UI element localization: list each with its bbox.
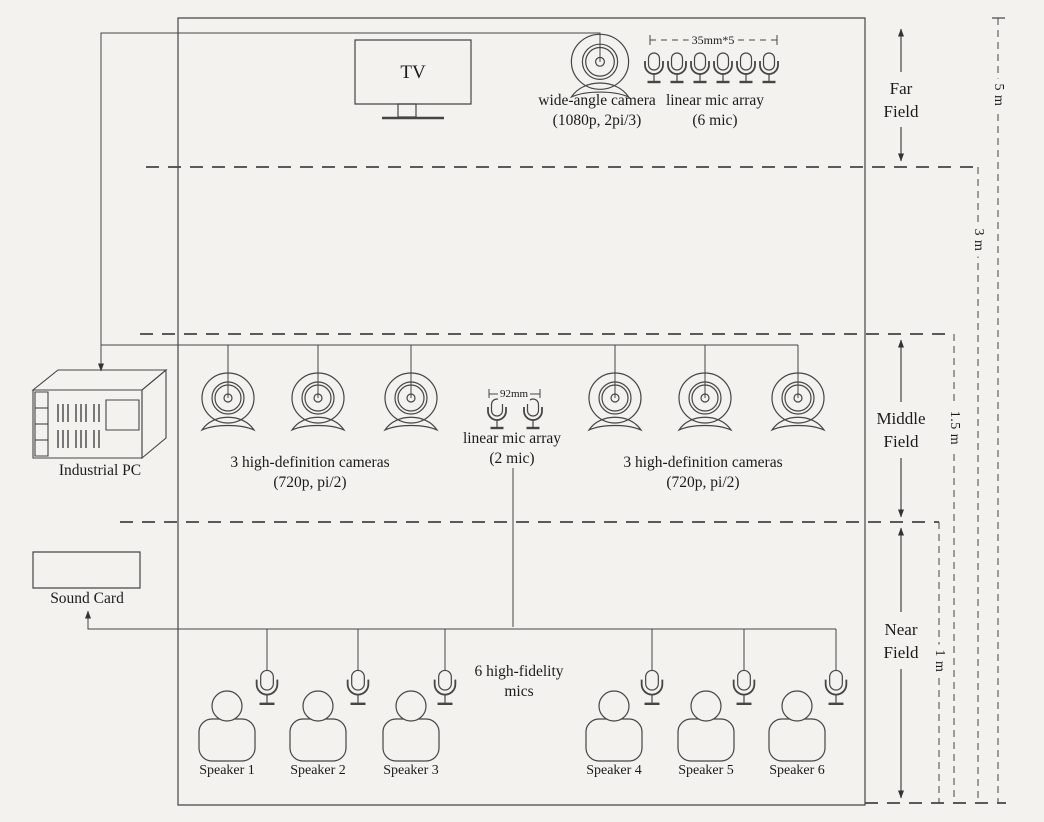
speaker-4-label: Speaker 4: [586, 763, 642, 778]
cameras-left-label: 3 high-definition cameras (720p, pi/2): [230, 453, 389, 493]
speaker-3-label: Speaker 3: [383, 763, 439, 778]
speaker-5-label: Speaker 5: [678, 763, 734, 778]
middle-field-label: Middle Field: [876, 407, 925, 453]
mic-bus-to-soundcard: [85, 610, 836, 629]
middle-field-label-line2: Field: [883, 432, 919, 451]
sound-card-label: Sound Card: [50, 590, 124, 607]
hifi-mics-label-line2: mics: [504, 683, 534, 700]
industrial-pc-icon: [33, 370, 166, 458]
hd-cameras-left-icons: [201, 372, 438, 431]
mic6-measure-label: 35mm*5: [688, 30, 738, 50]
near-field-label-line1: Near: [884, 620, 918, 639]
speaker-6-label: Speaker 6: [769, 763, 825, 778]
near-field-label: Near Field: [884, 618, 919, 664]
middle-field-label-line1: Middle: [876, 409, 926, 428]
wide-angle-camera-label: wide-angle camera (1080p, 2pi/3): [538, 91, 655, 131]
cameras-right-label-line2: (720p, pi/2): [666, 474, 740, 491]
far-field-label-line2: Field: [883, 102, 919, 121]
hifi-mics-label: 6 high-fidelity mics: [474, 662, 563, 702]
tv-icon: [355, 40, 471, 118]
cameras-right-label-line1: 3 high-definition cameras: [623, 454, 783, 471]
distance-5m-label: 5 m: [988, 78, 1008, 112]
far-field-label: Far Field: [884, 77, 919, 123]
cameras-left-label-line2: (720p, pi/2): [273, 474, 347, 491]
speaker-1-label: Speaker 1: [199, 763, 255, 778]
distance-1m-label: 1 m: [929, 644, 949, 678]
wide-angle-camera-icon: [570, 33, 630, 98]
wide-angle-camera-label-line2: (1080p, 2pi/3): [552, 112, 642, 129]
distance-1-5m-label: 1.5 m: [944, 405, 964, 451]
industrial-pc-label: Industrial PC: [58, 462, 142, 479]
linear-mic-array-6-icon: [643, 35, 780, 84]
mic2-array-label-line1: linear mic array: [462, 430, 562, 447]
speaker-2-label: Speaker 2: [290, 763, 346, 778]
mic6-array-label-line2: (6 mic): [692, 112, 738, 129]
cameras-left-label-line1: 3 high-definition cameras: [230, 454, 390, 471]
hifi-mics-label-line1: 6 high-fidelity: [474, 663, 564, 680]
sound-card-icon: [33, 552, 140, 588]
cameras-right-label: 3 high-definition cameras (720p, pi/2): [623, 453, 782, 493]
mic6-array-label: linear mic array (6 mic): [666, 91, 764, 131]
mic2-array-label-line2: (2 mic): [489, 450, 535, 467]
mic2-measure-label: 92mm: [497, 384, 531, 404]
tv-label: TV: [400, 62, 426, 83]
mic6-array-label-line1: linear mic array: [665, 92, 765, 109]
distance-3m-label: 3 m: [968, 223, 988, 257]
hd-cameras-right-icons: [588, 372, 825, 431]
wide-angle-camera-label-line1: wide-angle camera: [538, 92, 656, 109]
camera-to-pc-cable: [98, 33, 600, 372]
mic2-array-label: linear mic array (2 mic): [463, 429, 561, 469]
field-boundary-lines: [120, 167, 1006, 803]
measure-35mm-bracket: [650, 35, 777, 45]
far-field-label-line1: Far: [889, 79, 913, 98]
room-outline: [178, 18, 865, 805]
near-field-label-line2: Field: [883, 643, 919, 662]
